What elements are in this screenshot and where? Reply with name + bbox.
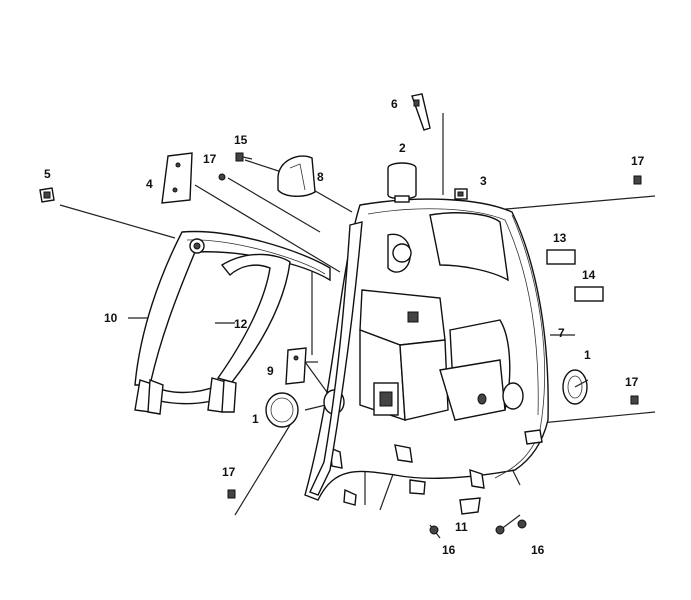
screw-17-bottom-left	[227, 489, 236, 499]
label-13-sticker	[546, 249, 576, 265]
callout-16-right: 16	[531, 543, 545, 557]
callout-14: 14	[582, 268, 596, 282]
callout-7: 7	[558, 326, 565, 340]
screw-17-right-upper	[633, 175, 642, 185]
label-14-sticker	[574, 286, 604, 302]
callout-17-top: 17	[203, 152, 217, 166]
part-5-clip	[39, 187, 55, 203]
callout-4: 4	[146, 177, 153, 191]
part-9-bracket	[285, 347, 307, 385]
part-11-clip	[459, 497, 481, 515]
callout-12: 12	[234, 317, 248, 331]
callout-15: 15	[234, 133, 248, 147]
hinge-frame	[207, 253, 291, 413]
part-1-cap-left	[265, 392, 299, 428]
callout-5: 5	[44, 167, 51, 181]
callout-3: 3	[480, 174, 487, 188]
part-2-reservoir	[387, 162, 417, 203]
screw-17-upper	[218, 173, 226, 181]
screw-17-right-lower	[630, 395, 639, 405]
callout-10: 10	[104, 311, 118, 325]
callout-16-left: 16	[442, 543, 456, 557]
callout-17-bottom-left: 17	[222, 465, 236, 479]
callout-1-left: 1	[252, 412, 259, 426]
callout-9: 9	[267, 364, 274, 378]
callout-11: 11	[455, 520, 468, 534]
callout-13: 13	[553, 231, 567, 245]
callout-labels: 1 1 2 3 4 5 6 7 8 9 10 11 12 13 14 15 16…	[44, 97, 645, 557]
callout-17-right-top: 17	[631, 154, 645, 168]
callout-17-right-bottom: 17	[625, 375, 639, 389]
part-15-bolt	[235, 152, 253, 162]
callout-6: 6	[391, 97, 398, 111]
callout-8: 8	[317, 170, 324, 184]
callout-1-right: 1	[584, 348, 591, 362]
callout-2: 2	[399, 141, 406, 155]
part-8-bracket	[277, 155, 316, 197]
glove-box-inner-panel	[134, 230, 331, 415]
part-6-clip	[411, 93, 431, 131]
part-3-nut	[454, 188, 468, 200]
leader-lines	[59, 113, 656, 539]
leg-shield-inner-panel	[304, 198, 549, 506]
part-4-bracket	[161, 152, 193, 204]
part-16-nuts	[429, 519, 527, 535]
part-1-cap-right	[562, 369, 589, 405]
